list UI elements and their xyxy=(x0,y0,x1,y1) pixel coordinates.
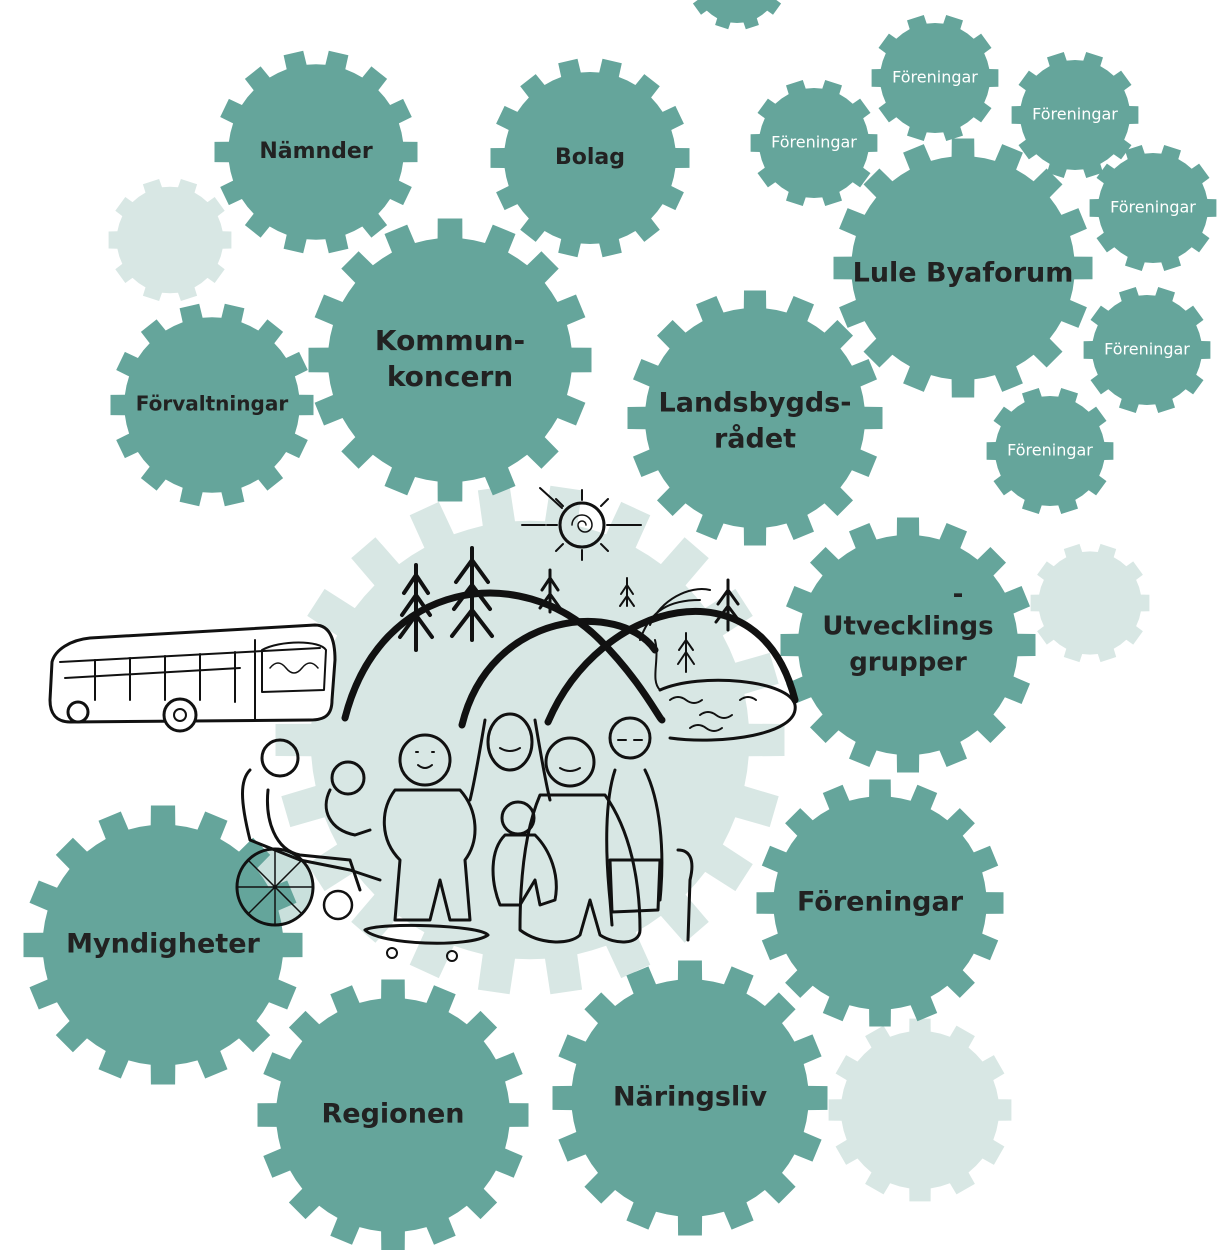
gear-kommunkoncern: Kommun-koncern xyxy=(308,218,592,502)
gear-label: Bolag xyxy=(555,145,625,170)
gear-shape xyxy=(23,805,303,1085)
gear-shape xyxy=(490,58,690,258)
gear-label: Regionen xyxy=(322,1099,465,1130)
gear-label: koncern xyxy=(387,360,513,393)
gear-shape xyxy=(110,303,314,507)
gear-foreningar-small-6: Föreningar xyxy=(986,388,1114,514)
gear-shape xyxy=(108,179,232,301)
tree-icons xyxy=(398,546,742,673)
gear-foreningar-small-4: Föreningar xyxy=(1089,145,1217,271)
gear-namnder: Nämnder xyxy=(214,50,418,254)
gear-label: Föreningar xyxy=(1104,340,1190,359)
hill-arc xyxy=(341,589,666,724)
gear-label: Landsbygds- xyxy=(659,388,852,419)
gear-shape xyxy=(1089,145,1217,271)
gear-label: Lule Byaforum xyxy=(853,258,1074,289)
gear-label: Föreningar xyxy=(1032,105,1118,124)
gear-foreningar-small-2: Föreningar xyxy=(871,15,999,141)
gear-top-partial xyxy=(692,0,782,30)
gear-shape xyxy=(986,388,1114,514)
gear-shape xyxy=(750,80,878,206)
gear-shape xyxy=(627,290,883,546)
gear-myndigheter: Myndigheter xyxy=(23,805,303,1085)
gear-regionen: Regionen xyxy=(257,979,529,1250)
hill-arc xyxy=(544,607,799,726)
gear-shape xyxy=(552,960,828,1236)
gear-label: Förvaltningar xyxy=(136,392,289,416)
gear-foreningar-small-3: Föreningar xyxy=(1011,52,1139,178)
gear-utvecklingsgrupper: -Utvecklings grupper xyxy=(780,517,1036,773)
gear-landsbygdsradet: Landsbygds-rådet xyxy=(627,290,883,546)
gear-label: Utvecklings xyxy=(822,612,993,642)
gear-bolag: Bolag xyxy=(490,58,690,258)
lake xyxy=(658,678,797,742)
gear-forvaltningar: Förvaltningar xyxy=(110,303,314,507)
gear-label: Nämnder xyxy=(259,139,373,164)
wheelchair-person-icon xyxy=(235,738,382,927)
light-gear-bottom xyxy=(828,1018,1012,1202)
gear-lule-byaforum: Lule Byaforum xyxy=(833,138,1093,398)
gear-label: Föreningar xyxy=(1007,441,1093,460)
gear-label: Myndigheter xyxy=(66,929,260,960)
gear-shape xyxy=(871,15,999,141)
gear-label: Föreningar xyxy=(797,887,964,918)
light-gear-right xyxy=(1030,543,1150,663)
gear-label: Föreningar xyxy=(1110,198,1196,217)
gear-shape xyxy=(1011,52,1139,178)
gear-label: - xyxy=(953,580,964,610)
gear-naringsliv: Näringsliv xyxy=(552,960,828,1236)
sun-icon xyxy=(521,487,642,561)
gear-foreningar-main: Föreningar xyxy=(756,779,1004,1027)
gear-shape xyxy=(1083,287,1211,413)
gear-shape xyxy=(828,1018,1012,1202)
gear-label: grupper xyxy=(849,648,967,678)
gear-shape xyxy=(756,779,1004,1027)
bus-icon xyxy=(48,623,337,733)
gear-label: rådet xyxy=(714,423,796,455)
gear-shape xyxy=(833,138,1093,398)
gear-shape xyxy=(780,517,1036,773)
gear-label: Föreningar xyxy=(771,133,857,152)
gear-foreningar-small-5: Föreningar xyxy=(1083,287,1211,413)
gear-label: Föreningar xyxy=(892,68,978,87)
community-illustration xyxy=(48,487,799,962)
gear-shape xyxy=(214,50,418,254)
hill-arc xyxy=(458,618,659,729)
gear-label: Näringsliv xyxy=(613,1082,768,1113)
people-group-icon xyxy=(363,712,694,962)
light-gear-left xyxy=(108,179,232,301)
gear-shape xyxy=(257,979,529,1250)
gear-shape xyxy=(692,0,782,30)
gear-label: Kommun- xyxy=(375,324,525,357)
gear-shape xyxy=(1030,543,1150,663)
gear-shape xyxy=(308,218,592,502)
gear-foreningar-small-1: Föreningar xyxy=(750,80,878,206)
